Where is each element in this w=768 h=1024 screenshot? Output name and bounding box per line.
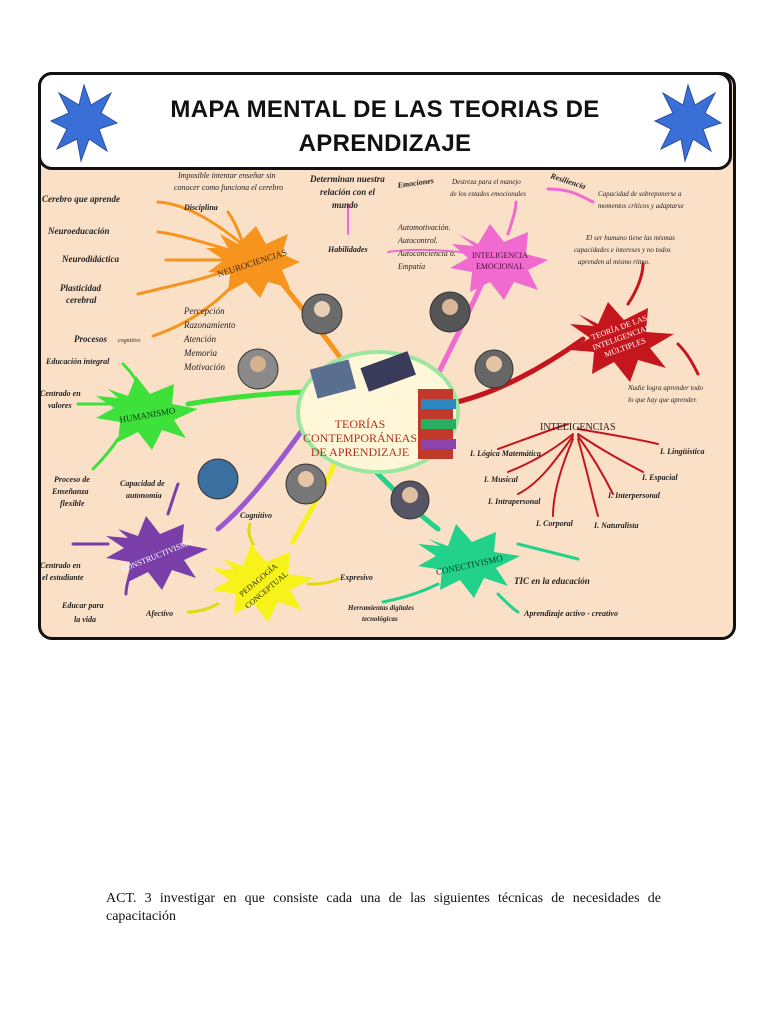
- mult-type-6: I. Corporal: [535, 519, 574, 528]
- emo-capacidad-1: Capacidad de sobreponerse a: [598, 190, 682, 198]
- neuro-proceso-3: Memoria: [183, 348, 217, 358]
- neuro-procesos-sub: cognitivo: [118, 338, 140, 344]
- mult-type-5: I. Interpersonal: [607, 491, 661, 500]
- cons-educar-1: Educar para: [61, 601, 104, 610]
- neuro-item-2: Neurodidáctica: [61, 254, 119, 264]
- mult-type-3: I. Espacial: [641, 473, 678, 482]
- title-line-1: MAPA MENTAL DE LAS TEORIAS DE: [170, 96, 600, 123]
- emo-habilidad-1: Autocontrol.: [397, 236, 438, 245]
- neuro-item-4: cerebral: [66, 295, 97, 305]
- portrait-5: [197, 458, 239, 500]
- mult-type-0: I. Lógica Matemática: [469, 449, 541, 458]
- neuro-disciplina: Disciplina: [183, 203, 218, 212]
- hum-proceso-3: flexible: [60, 499, 85, 508]
- hum-proceso-1: Proceso de: [54, 475, 90, 484]
- emo-habilidad-3: Empatía: [397, 262, 425, 271]
- pedagogia-burst: [212, 544, 314, 622]
- center-title-line3: DE APRENDIZAJE: [311, 445, 409, 459]
- neurociencias-texts: Imposible intentar enseñar sin conocer c…: [42, 171, 283, 372]
- emocional-burst: [450, 224, 548, 300]
- mult-type-7: I. Naturalista: [593, 521, 638, 530]
- emo-destreza-2: de los estados emocionales: [450, 190, 526, 198]
- cons-educar-2: la vida: [74, 615, 96, 624]
- center-title-line1: TEORÍAS: [335, 417, 386, 431]
- emo-determinan-2: relación con el: [320, 187, 375, 197]
- con-aprendizaje: Aprendizaje activo - creativo: [523, 609, 618, 618]
- center-title-line2: CONTEMPORÁNEAS: [303, 431, 417, 445]
- con-herramientas-2: tecnológicas: [362, 615, 398, 623]
- cons-centrado-2: el estudiante: [42, 573, 84, 582]
- emo-capacidad-2: momentos críticos y adaptarse: [598, 202, 684, 210]
- conectivismo-burst: [418, 524, 520, 598]
- con-tic: TIC en la educación: [514, 576, 590, 586]
- star-left-icon: [49, 83, 119, 163]
- neuro-item-3: Plasticidad: [60, 283, 101, 293]
- con-herramientas-1: Herramientas digitales: [347, 604, 414, 612]
- neuro-procesos: Procesos: [74, 334, 107, 344]
- emocional-label-1: INTELIGENCIA: [472, 251, 528, 260]
- emo-habilidades: Habilidades: [327, 245, 368, 254]
- multiples-texts: El ser humano tiene las mismas capacidad…: [469, 234, 704, 530]
- mult-type-4: I. Intrapersonal: [487, 497, 541, 506]
- emo-habilidad-2: Autoconciencia o.: [397, 249, 456, 258]
- constructivismo-burst: [106, 516, 208, 590]
- cons-capacidad-1: Capacidad de: [120, 479, 165, 488]
- neuro-proceso-1: Razonamiento: [183, 320, 236, 330]
- star-right-icon: [653, 83, 723, 163]
- neuro-impossible-1: Imposible intentar enseñar sin: [177, 171, 276, 180]
- portraits: [197, 291, 514, 520]
- multiples-burst: [570, 302, 674, 382]
- neuro-item-1: Neuroeducación: [47, 226, 110, 236]
- center-node: TEORÍAS CONTEMPORÁNEAS DE APRENDIZAJE: [296, 350, 460, 474]
- mult-type-2: I. Musical: [483, 475, 519, 484]
- mult-note-3: aprenden al mismo ritmo.: [578, 258, 650, 266]
- ped-cognitivo: Cognitivo: [240, 511, 272, 520]
- neuro-proceso-4: Motivación: [183, 362, 225, 372]
- mult-note-2: capacidades e intereses y no todos: [574, 246, 671, 254]
- neurociencias-burst: [206, 226, 300, 298]
- cons-centrado-1: Centrado en: [40, 561, 81, 570]
- cons-capacidad-2: autonomía: [126, 491, 162, 500]
- mult-inteligencias: INTELIGENCIAS: [540, 422, 616, 433]
- ped-afectivo: Afectivo: [145, 609, 173, 618]
- emo-emociones: Emociones: [396, 176, 434, 190]
- conectivismo-texts: TIC en la educación Herramientas digital…: [347, 576, 618, 623]
- emo-determinan-1: Determinan nuestra: [309, 174, 385, 184]
- neuro-proceso-0: Percepción: [183, 306, 225, 316]
- mult-nadie-1: Nadie logra aprender todo: [627, 384, 703, 392]
- humanismo-burst: [96, 376, 198, 450]
- constructivismo-texts: Capacidad de autonomía Centrado en el es…: [40, 479, 165, 624]
- neuro-proceso-2: Atención: [183, 334, 216, 344]
- mult-note-1: El ser humano tiene las mismas: [585, 234, 675, 242]
- humanismo-texts: Educación integral Centrado en valores P…: [40, 357, 110, 508]
- hum-proceso-2: Enseñanza: [51, 487, 88, 496]
- emo-destreza-1: Destreza para el manejo: [451, 178, 521, 186]
- hum-centrado-2: valores: [48, 401, 72, 410]
- emo-habilidad-0: Automotivación.: [397, 223, 451, 232]
- emo-determinan-3: mundo: [332, 200, 359, 210]
- hum-educacion: Educación integral: [45, 357, 110, 366]
- title-line-2: APRENDIZAJE: [298, 130, 472, 157]
- mind-map-diagram: TEORÍAS CONTEMPORÁNEAS DE APRENDIZAJE NE…: [40, 171, 704, 624]
- title-banner: MAPA MENTAL DE LAS TEORIAS DE APRENDIZAJ…: [38, 72, 732, 170]
- pedagogia-texts: Cognitivo Expresivo Afectivo: [145, 511, 373, 618]
- page-title: MAPA MENTAL DE LAS TEORIAS DE APRENDIZAJ…: [41, 93, 729, 161]
- activity-text: ACT. 3 investigar en que consiste cada u…: [106, 891, 661, 924]
- neuro-impossible-2: conocer como funciona el cerebro: [174, 183, 283, 192]
- mult-nadie-2: lo que hay que aprender.: [628, 396, 697, 404]
- hum-centrado-1: Centrado en: [40, 389, 81, 398]
- mult-type-1: I. Lingüística: [659, 447, 704, 456]
- ped-expresivo: Expresivo: [339, 573, 373, 582]
- emocional-label-2: EMOCIONAL: [476, 262, 524, 271]
- neuro-item-0: Cerebro que aprende: [42, 194, 120, 204]
